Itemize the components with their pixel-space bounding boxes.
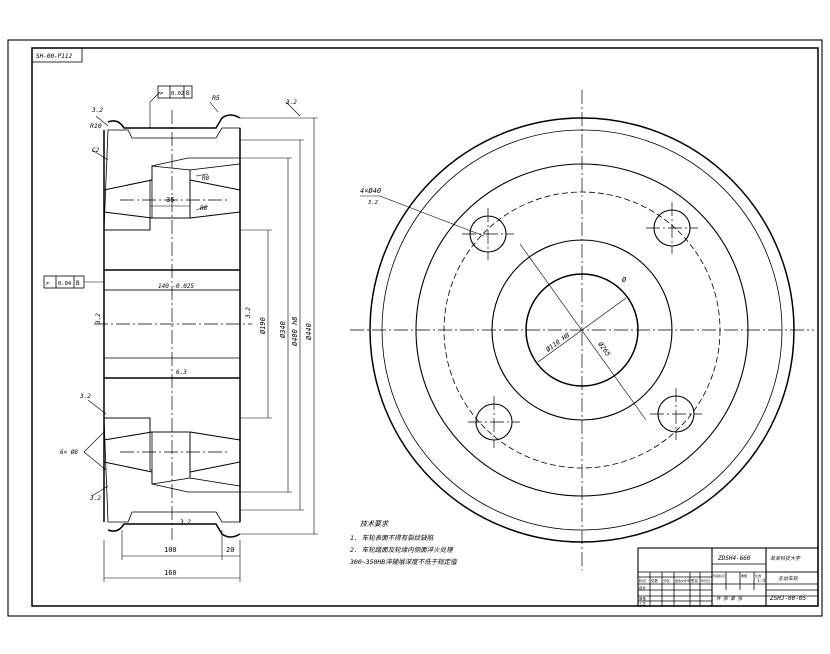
title-school: 某某科技大学: [770, 555, 801, 562]
svg-text:重量: 重量: [741, 573, 747, 578]
svg-text:年月日: 年月日: [701, 578, 710, 583]
hole-callout: 4×Ø40: [360, 187, 381, 195]
title-sheet: 共 张 第 张: [716, 596, 744, 602]
svg-text:更改文件号: 更改文件号: [675, 578, 690, 583]
label-r8: R8: [202, 175, 210, 182]
label-bore-140: 140 -0.025: [158, 283, 195, 290]
title-block: ZDSH4-660 某某科技大学 主动车轮 ZSHJ-00-05 1:4 共 张…: [637, 547, 819, 607]
drawing-frame: [31, 47, 819, 607]
svg-text:1. 车轮表面不得有裂纹缺陷: 1. 车轮表面不得有裂纹缺陷: [350, 534, 434, 542]
svg-text:签名: 签名: [691, 578, 698, 583]
roughness-hole: 3.2: [367, 200, 379, 206]
drawing-border: [7, 39, 823, 617]
svg-text:阶段标记: 阶段标记: [713, 573, 725, 578]
dia-340: Ø340: [279, 321, 287, 338]
svg-text:审核: 审核: [639, 596, 647, 601]
roughness-center: 6.3: [176, 369, 187, 376]
section-view: ↗ 0.02 B ↗ 0.04 B 3.2 R10 R5 3.2 C2 R8 R…: [43, 85, 318, 582]
svg-text:0.04: 0.04: [58, 281, 72, 287]
technical-notes: 技术要求 1. 车轮表面不得有裂纹缺陷 2. 车轮踏面及轮缘内侧面淬火处理 30…: [349, 520, 458, 566]
svg-text:↗: ↗: [45, 279, 49, 287]
runout-frame: ↗ 0.04 B: [43, 275, 85, 289]
roughness-right-bore: 3.2: [245, 307, 252, 319]
svg-text:B: B: [76, 280, 80, 287]
svg-text:设计: 设计: [639, 585, 647, 590]
label-r8b: R8: [200, 205, 208, 212]
svg-text:B: B: [186, 90, 190, 97]
roughness-top-left: 3.2: [91, 107, 103, 114]
svg-text:0.02: 0.02: [171, 91, 184, 97]
svg-text:处数: 处数: [651, 578, 659, 583]
svg-text:比例: 比例: [755, 573, 761, 578]
dim-160: 160: [164, 569, 177, 577]
svg-text:↗: ↗: [159, 89, 163, 97]
corner-code: SH-00-P112: [36, 53, 73, 60]
svg-text:300~350HB淬硬层深度不低于规定值: 300~350HB淬硬层深度不低于规定值: [349, 558, 458, 566]
title-scale: 1:4: [757, 578, 765, 584]
label-35: 35: [166, 196, 174, 204]
label-c2: C2: [92, 147, 100, 154]
roughness-top-right: 3.2: [285, 99, 297, 106]
roughness-left-bore: 3.2: [95, 313, 102, 325]
title-drawing-no: ZSHJ-00-05: [769, 595, 807, 602]
svg-text:工艺: 工艺: [639, 601, 647, 606]
label-r10: R10: [90, 122, 102, 130]
note-6x: 6× Ø8: [60, 449, 78, 456]
dim-20: 20: [226, 546, 234, 554]
roughness-bottom-left: 3.2: [89, 495, 101, 502]
svg-text:分区: 分区: [663, 578, 671, 583]
flatness-frame: ↗ 0.02 B: [157, 85, 193, 99]
dia-400: Ø400 h8: [291, 316, 299, 346]
roughness-lower-left: 3.2: [79, 393, 91, 400]
dim-100: 100: [164, 546, 177, 554]
svg-text:技术要求: 技术要求: [360, 520, 389, 528]
svg-text:2. 车轮踏面及轮缘内侧面淬火处理: 2. 车轮踏面及轮缘内侧面淬火处理: [350, 546, 454, 554]
title-part-name: 主动车轮: [778, 575, 799, 582]
dia-440: Ø440: [305, 323, 313, 340]
dia-190: Ø190: [259, 317, 267, 334]
plan-view: 4×Ø40 3.2 Ø Ø110 H8 Ø265: [350, 90, 814, 570]
dia-pcd: Ø: [622, 276, 627, 284]
roughness-bottom-center: 3.2: [179, 519, 191, 526]
title-drawing: ZDSH4-660: [717, 555, 751, 562]
label-r5: R5: [212, 94, 220, 102]
svg-text:标记: 标记: [639, 578, 647, 583]
